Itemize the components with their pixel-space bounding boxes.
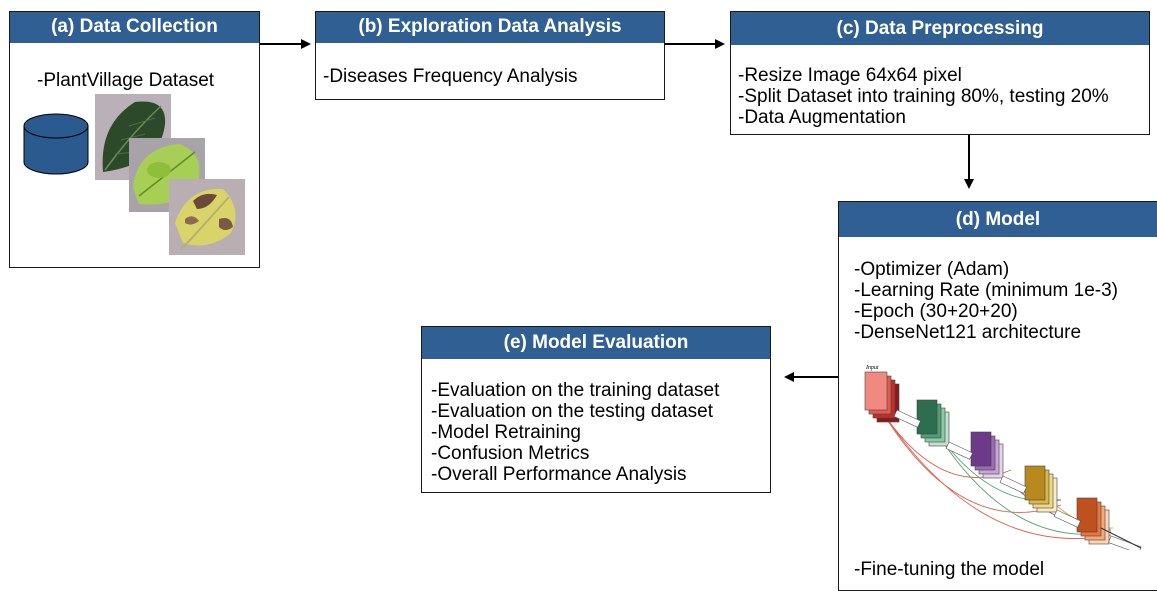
text-plantvillage: -PlantVillage Dataset [37,70,215,91]
text-augmentation: -Data Augmentation [738,107,906,128]
dense-block-orange [1076,497,1110,545]
text-split: -Split Dataset into training 80%, testin… [738,86,1109,107]
box-model: (d) Model -Optimizer (Adam) -Learning Ra… [838,201,1157,591]
text-eval-training: -Evaluation on the training dataset [431,380,720,401]
densenet-architecture-diagram: Input [864,365,1142,550]
text-preprocessing-list: -Resize Image 64x64 pixel -Split Dataset… [738,65,1109,128]
leaf-image [169,179,245,255]
text-resize: -Resize Image 64x64 pixel [738,65,962,86]
text-retraining: -Model Retraining [431,422,581,443]
text-densenet: -DenseNet121 architecture [854,322,1082,343]
box-data-collection: (a) Data Collection -PlantVillage Datase… [9,11,260,268]
dense-block-green [916,399,950,447]
input-label: Input [865,365,879,371]
text-overall: -Overall Performance Analysis [431,464,687,485]
box-data-preprocessing: (c) Data Preprocessing -Resize Image 64x… [730,11,1150,135]
text-epoch: -Epoch (30+20+20) [854,301,1018,322]
dense-block-purple [970,431,1004,479]
database-icon [23,113,89,175]
header-model-evaluation: (e) Model Evaluation [422,327,770,359]
text-diseases-frequency: -Diseases Frequency Analysis [323,66,578,87]
text-learning-rate: -Learning Rate (minimum 1e-3) [854,280,1118,301]
header-data-collection: (a) Data Collection [10,12,259,43]
text-fine-tuning: -Fine-tuning the model [854,559,1045,580]
input-block: Input [864,365,900,423]
header-exploration: (b) Exploration Data Analysis [316,12,664,43]
box-exploration-data-analysis: (b) Exploration Data Analysis -Diseases … [315,11,665,100]
header-model: (d) Model [839,202,1157,237]
text-confusion: -Confusion Metrics [431,443,590,464]
header-data-preprocessing: (c) Data Preprocessing [731,12,1149,45]
dense-block-yellow [1024,465,1058,513]
text-evaluation-list: -Evaluation on the training dataset -Eva… [431,380,719,485]
text-eval-testing: -Evaluation on the testing dataset [431,401,714,422]
text-model-list: -Optimizer (Adam) -Learning Rate (minimu… [854,259,1118,343]
box-model-evaluation: (e) Model Evaluation -Evaluation on the … [421,326,771,493]
text-optimizer: -Optimizer (Adam) [854,259,1010,280]
